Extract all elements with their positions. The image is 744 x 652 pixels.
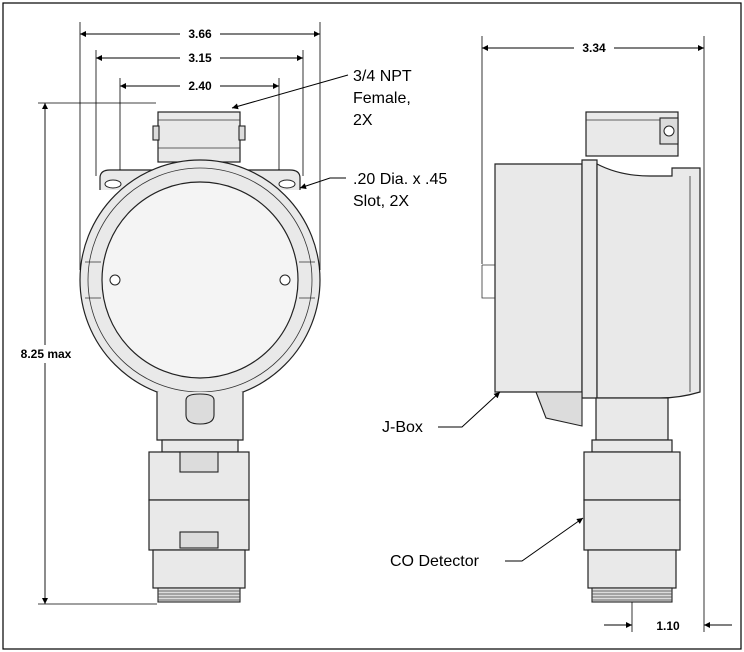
side-extension-lines: [481, 36, 705, 632]
dim-label-3-34: 3.34: [582, 41, 606, 55]
leader-slot: [299, 177, 346, 189]
slot-right: [278, 179, 296, 189]
leader-detector: [505, 517, 584, 562]
detector-threads-side: [592, 590, 672, 601]
side-view: 3.34 1.10 J-Box CO Detector: [382, 36, 732, 633]
jbox-front: [79, 159, 321, 401]
co-detector-side: [583, 451, 681, 603]
callout-slot-line-2: Slot, 2X: [353, 193, 409, 210]
front-extension-lines: [38, 22, 321, 605]
dim-label-1-10: 1.10: [656, 619, 680, 633]
dim-label-8-25: 8.25 max: [21, 347, 72, 361]
window-lens: [101, 181, 299, 379]
callout-npt-line-3: 2X: [353, 112, 373, 129]
front-neck: [156, 392, 244, 453]
callout-detector: CO Detector: [390, 553, 480, 570]
dim-label-3-66: 3.66: [188, 27, 212, 41]
lens-screw-right: [279, 274, 291, 286]
dim-label-3-15: 3.15: [188, 51, 212, 65]
dim-label-2-40: 2.40: [188, 79, 212, 93]
leader-jbox: [438, 391, 501, 428]
callout-npt-line-2: Female,: [353, 90, 411, 107]
front-view: 3.66 3.15 2.40 8.25 max 3/4 NPT Female, …: [10, 22, 452, 605]
callout-slot-line-1: .20 Dia. x .45: [353, 171, 447, 188]
leader-npt: [231, 74, 349, 110]
co-detector-front: [148, 451, 250, 603]
slot-left: [104, 179, 122, 189]
callout-slot: .20 Dia. x .45 Slot, 2X: [353, 171, 452, 210]
detector-threads-front: [158, 590, 240, 601]
top-conduit-hub: [152, 111, 246, 163]
side-top-hub: [585, 111, 679, 157]
side-neck: [591, 397, 673, 453]
jbox-side: [481, 159, 701, 427]
callout-npt-line-1: 3/4 NPT: [353, 68, 412, 85]
callout-jbox: J-Box: [382, 419, 423, 436]
callout-npt: 3/4 NPT Female, 2X: [353, 68, 416, 129]
lens-screw-left: [109, 274, 121, 286]
